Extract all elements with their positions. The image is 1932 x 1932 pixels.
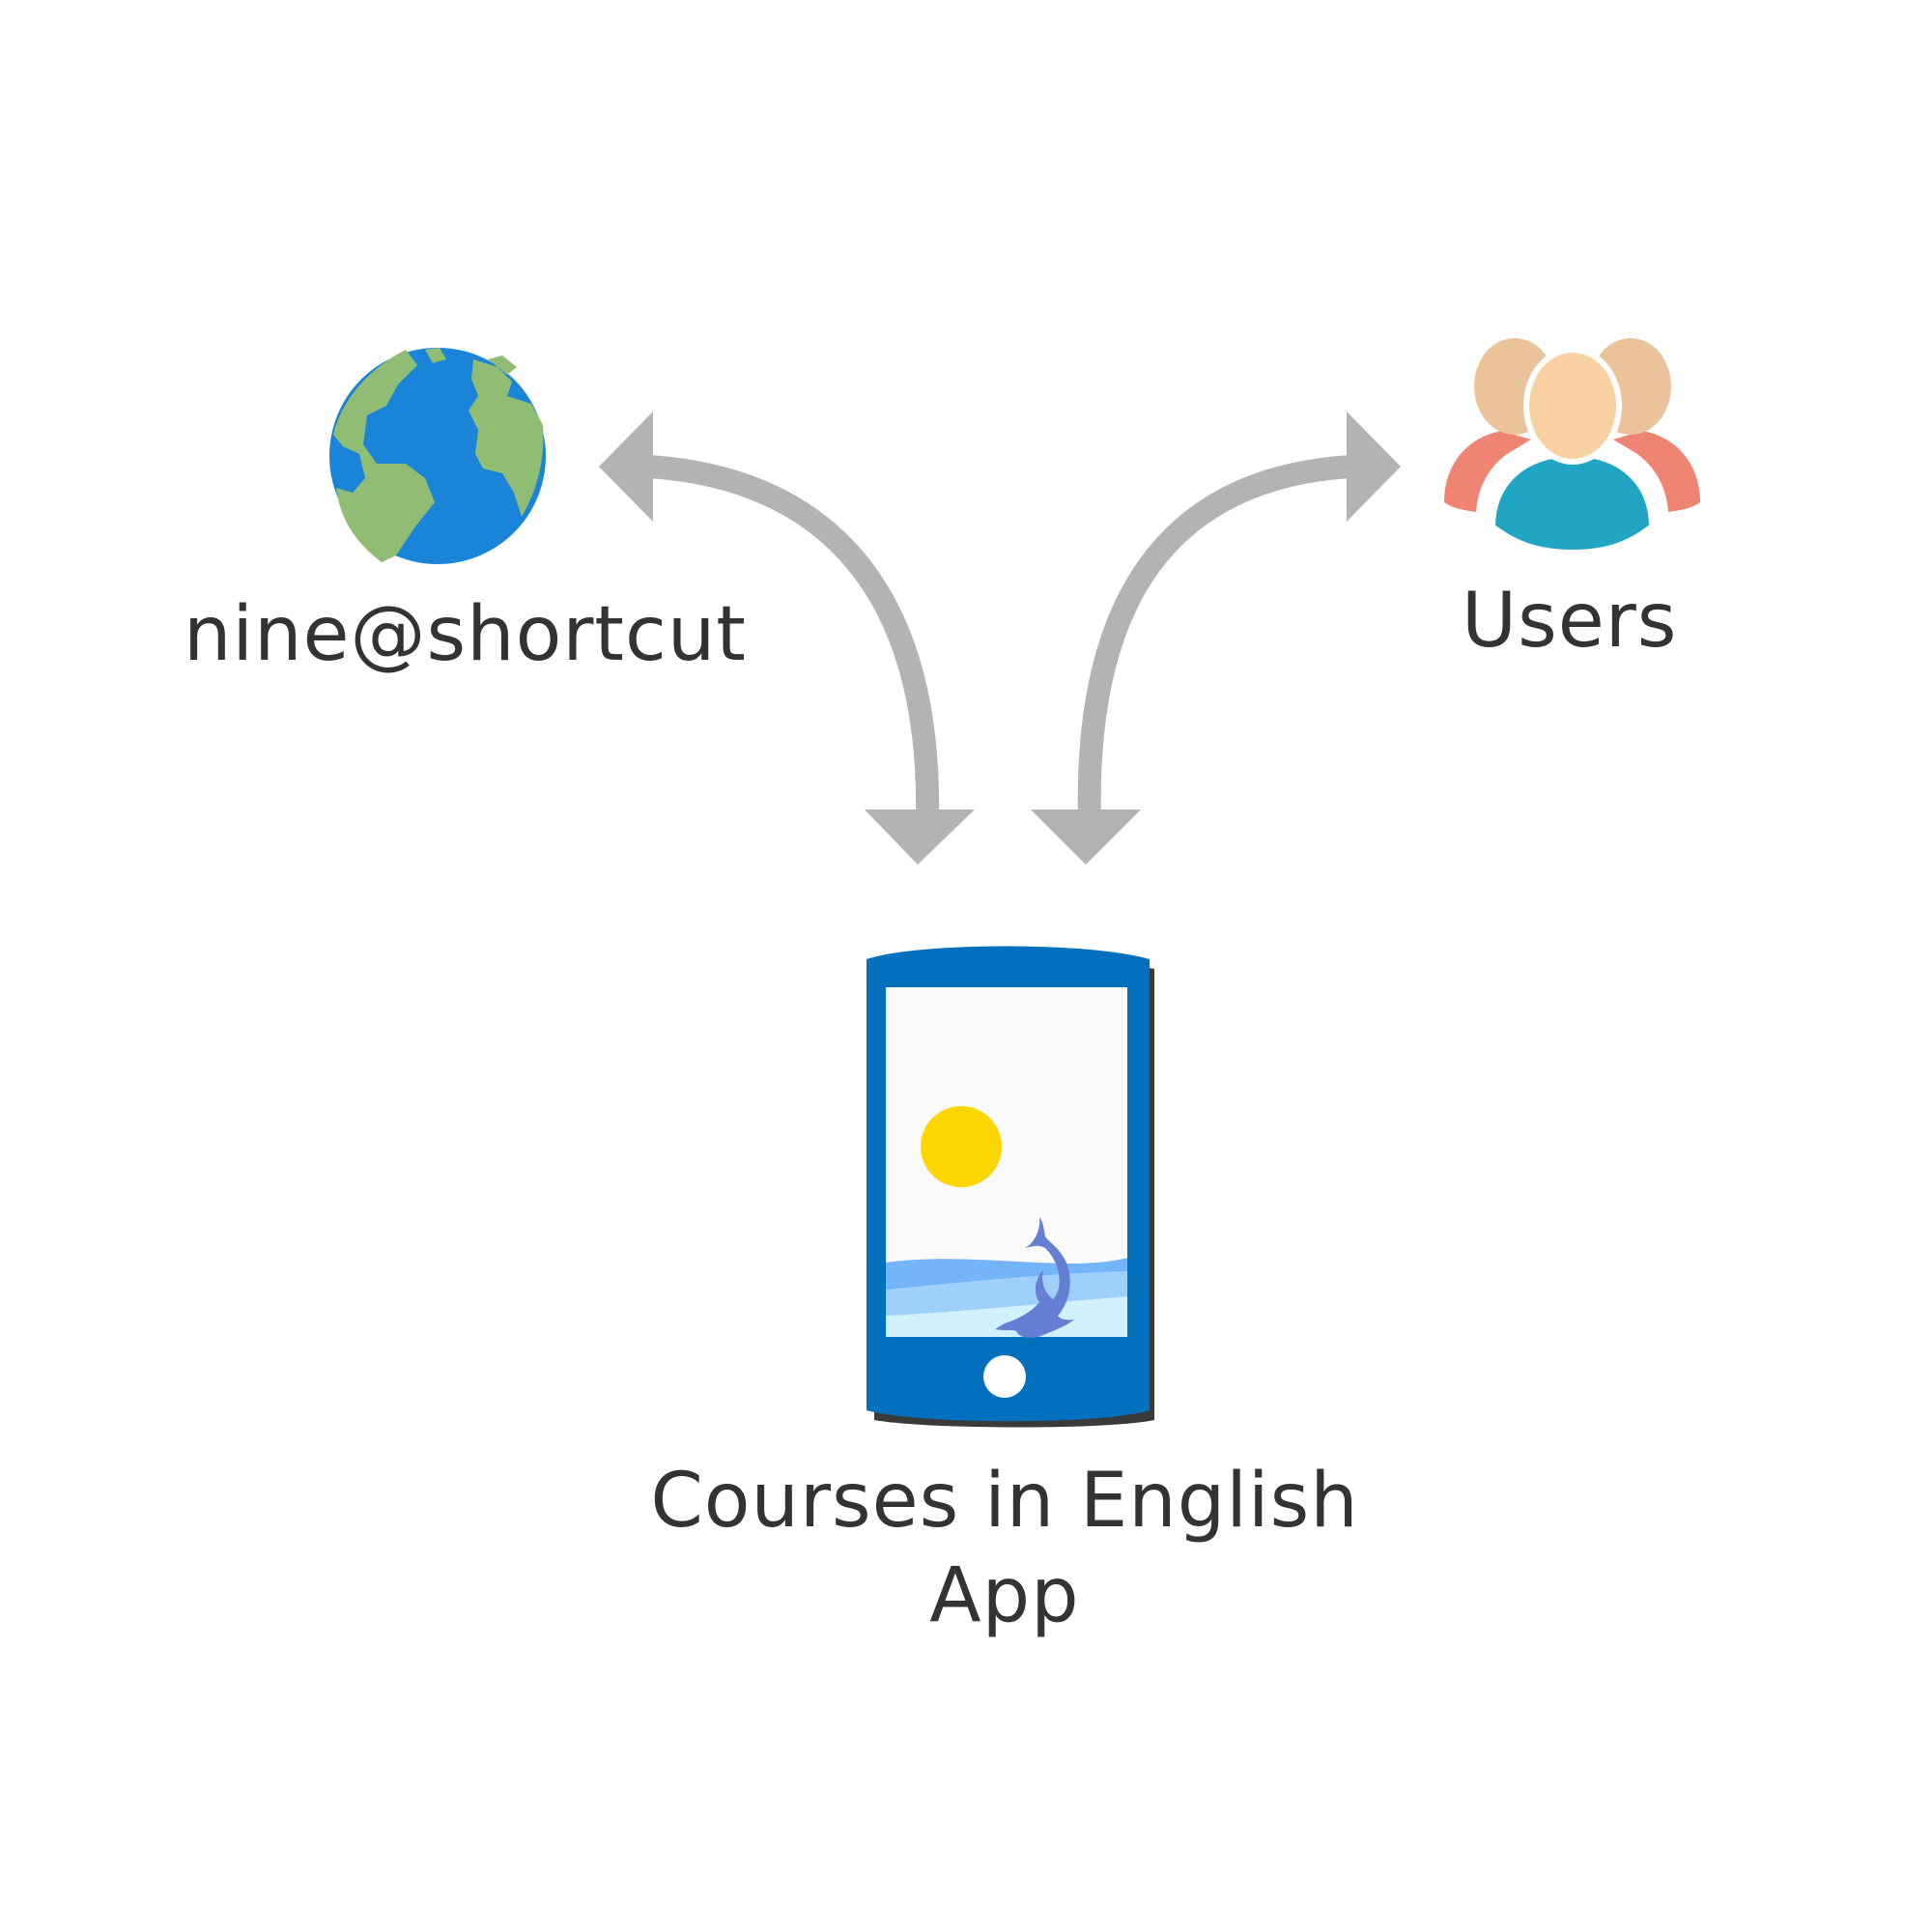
mobile-phone-icon: [867, 946, 1154, 1428]
globe-icon: [329, 348, 546, 564]
arrow-users-app-head-end: [1031, 810, 1141, 865]
wave-front: [886, 1296, 1127, 1337]
globe-label: nine@shortcut: [184, 591, 747, 678]
users-label: Users: [1462, 578, 1678, 665]
arrow-users-app-shaft: [1077, 455, 1351, 822]
arrow-users-app-head-start: [1347, 412, 1401, 522]
app-label-line-1: Courses in English: [650, 1458, 1359, 1545]
arrow-globe-app-head-end: [865, 810, 975, 865]
users-group-icon: [1444, 338, 1700, 556]
sun-icon: [921, 1106, 1002, 1187]
home-button: [983, 1355, 1026, 1398]
app-label-line-2: App: [929, 1552, 1080, 1639]
arrow-users-app: [1031, 412, 1401, 865]
dolphin-icon: [995, 1217, 1074, 1338]
arrow-globe-app: [599, 412, 975, 865]
app-label: Courses in English App: [618, 1454, 1391, 1643]
arrow-globe-app-head-start: [599, 412, 653, 522]
arrow-globe-app-shaft: [648, 455, 940, 822]
